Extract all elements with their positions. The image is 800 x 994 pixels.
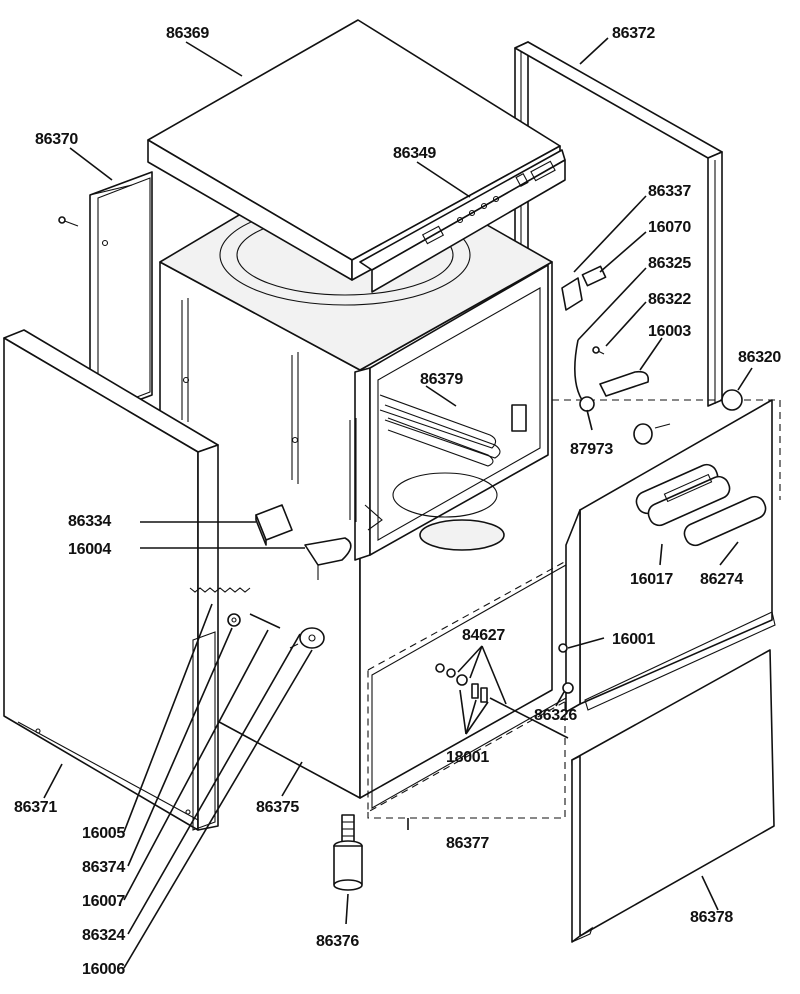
label-84627: 84627 [462, 627, 505, 644]
small-hardware [58, 216, 743, 739]
label-86324: 86324 [82, 927, 125, 944]
label-87973: 87973 [570, 441, 613, 458]
label-16006: 16006 [82, 961, 125, 978]
label-86378: 86378 [690, 909, 733, 926]
label-86325: 86325 [648, 255, 691, 272]
label-86375: 86375 [256, 799, 299, 816]
label-86349: 86349 [393, 145, 436, 162]
label-86379: 86379 [420, 371, 463, 388]
label-16001: 16001 [612, 631, 655, 648]
label-16005: 16005 [82, 825, 125, 842]
label-86376: 86376 [316, 933, 359, 950]
label-86334: 86334 [68, 513, 111, 530]
lower-front-panel-86378 [571, 649, 775, 943]
door-panel-86274 [565, 399, 776, 713]
label-86320: 86320 [738, 349, 781, 366]
leveling-foot-86376 [333, 814, 363, 891]
label-86371: 86371 [14, 799, 57, 816]
part-labels: 86369 86372 86370 86349 86337 16070 8632… [14, 25, 782, 978]
label-86322: 86322 [648, 291, 691, 308]
wash-tank-86379 [349, 264, 549, 561]
leader-lines [43, 37, 753, 969]
label-86274: 86274 [700, 571, 743, 588]
left-side-panel-86370 [89, 171, 153, 419]
label-86369: 86369 [166, 25, 209, 42]
door-handle-16017 [635, 463, 767, 547]
label-86370: 86370 [35, 131, 78, 148]
label-86377: 86377 [446, 835, 489, 852]
label-16007: 16007 [82, 893, 125, 910]
label-86372: 86372 [612, 25, 655, 42]
label-86326: 86326 [534, 707, 577, 724]
label-16003: 16003 [648, 323, 691, 340]
label-86337: 86337 [648, 183, 691, 200]
control-panel-86349 [359, 149, 566, 293]
label-16017: 16017 [630, 571, 673, 588]
label-16004: 16004 [68, 541, 111, 558]
label-86374: 86374 [82, 859, 125, 876]
label-16070: 16070 [648, 219, 691, 236]
label-18001: 18001 [446, 749, 489, 766]
